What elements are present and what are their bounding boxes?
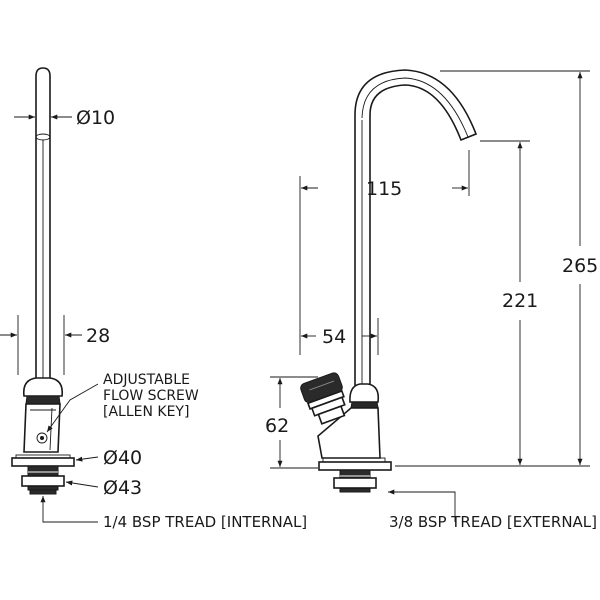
dim-handle-height: 62: [265, 415, 289, 437]
front-nut: [21, 475, 65, 487]
dim-flange-top: Ø40: [103, 447, 142, 469]
side-view: [300, 69, 478, 493]
dim-total-height: 265: [562, 255, 598, 277]
note-adjustable-2: FLOW SCREW: [103, 388, 199, 404]
flow-screw: [36, 432, 48, 444]
dim-flange-bottom: Ø43: [103, 477, 142, 499]
front-dimensions: [0, 106, 99, 523]
dim-handle-offset: 54: [322, 326, 346, 348]
dim-spout-reach: 115: [366, 178, 402, 200]
front-flange: [11, 457, 75, 467]
note-thread-internal: 1/4 BSP TREAD [INTERNAL]: [103, 513, 307, 531]
side-gooseneck: [354, 69, 478, 391]
note-thread-external: 3/8 BSP TREAD [EXTERNAL]: [389, 513, 597, 531]
side-collar: [349, 383, 380, 403]
dim-outlet-height: 221: [502, 290, 538, 312]
dim-body-width: 28: [86, 325, 110, 347]
side-nut: [333, 477, 377, 489]
side-dimensions: [270, 70, 590, 522]
push-handle: [300, 372, 346, 425]
front-collar: [22, 377, 64, 397]
note-adjustable-1: ADJUSTABLE: [103, 372, 190, 388]
note-adjustable-3: [ALLEN KEY]: [103, 404, 189, 420]
front-body: [23, 403, 61, 453]
front-view: [11, 67, 75, 495]
side-flange: [318, 461, 392, 471]
dim-spout-diameter: Ø10: [76, 107, 115, 129]
spout-opening: [35, 133, 51, 141]
